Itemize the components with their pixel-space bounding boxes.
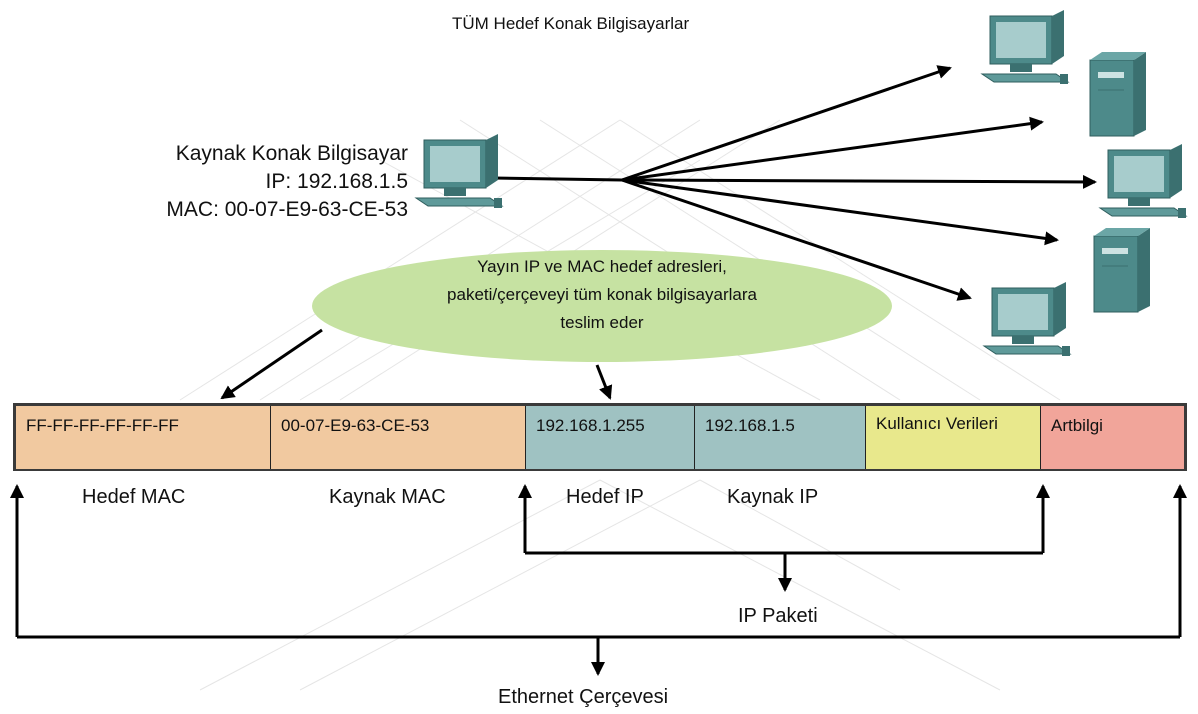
destination-server-2-icon bbox=[1093, 227, 1151, 313]
broadcast-note-line-3: teslim eder bbox=[560, 313, 644, 332]
source-host-mac: MAC: 00-07-E9-63-CE-53 bbox=[166, 198, 408, 221]
broadcast-note-line-1: Yayın IP ve MAC hedef adresleri, bbox=[477, 257, 727, 276]
label-src-mac: Kaynak MAC bbox=[329, 486, 446, 508]
frame-field-trailer: Artbilgi bbox=[1041, 406, 1184, 469]
broadcast-note-bubble bbox=[312, 250, 892, 362]
ip-packet-bracket bbox=[518, 484, 1050, 592]
broadcast-note-line-2: paketi/çerçeveyi tüm konak bilgisayarlar… bbox=[447, 285, 757, 304]
frame-field-src-mac: 00-07-E9-63-CE-53 bbox=[271, 406, 526, 469]
source-host-computer-icon bbox=[415, 133, 503, 209]
label-dest-mac: Hedef MAC bbox=[82, 486, 186, 508]
ethernet-frame-label: Ethernet Çerçevesi bbox=[498, 686, 669, 708]
destination-computer-2-icon bbox=[1099, 143, 1187, 219]
destination-server-1-icon bbox=[1089, 51, 1147, 137]
destination-computer-1-icon bbox=[981, 9, 1069, 85]
broadcast-arrows bbox=[492, 65, 1097, 301]
label-dest-ip: Hedef IP bbox=[566, 486, 644, 508]
broadcast-note-text: Yayın IP ve MAC hedef adresleri, paketi/… bbox=[312, 253, 892, 337]
destination-computer-3-icon bbox=[983, 281, 1071, 357]
bubble-pointer-arrows bbox=[220, 328, 613, 400]
frame-field-dest-mac: FF-FF-FF-FF-FF-FF bbox=[16, 406, 271, 469]
source-host-ip: IP: 192.168.1.5 bbox=[265, 170, 408, 193]
ip-packet-label: IP Paketi bbox=[738, 605, 818, 627]
source-host-label: Kaynak Konak Bilgisayar IP: 192.168.1.5 … bbox=[166, 140, 408, 224]
label-src-ip: Kaynak IP bbox=[727, 486, 819, 508]
ethernet-frame-bracket bbox=[10, 484, 1187, 676]
frame-field-user-data: Kullanıcı Verileri bbox=[866, 406, 1041, 469]
frame-field-dest-ip: 192.168.1.255 bbox=[526, 406, 695, 469]
source-host-name: Kaynak Konak Bilgisayar bbox=[175, 142, 408, 165]
destination-hosts-title: TÜM Hedef Konak Bilgisayarlar bbox=[452, 14, 690, 33]
frame-field-src-ip: 192.168.1.5 bbox=[695, 406, 866, 469]
